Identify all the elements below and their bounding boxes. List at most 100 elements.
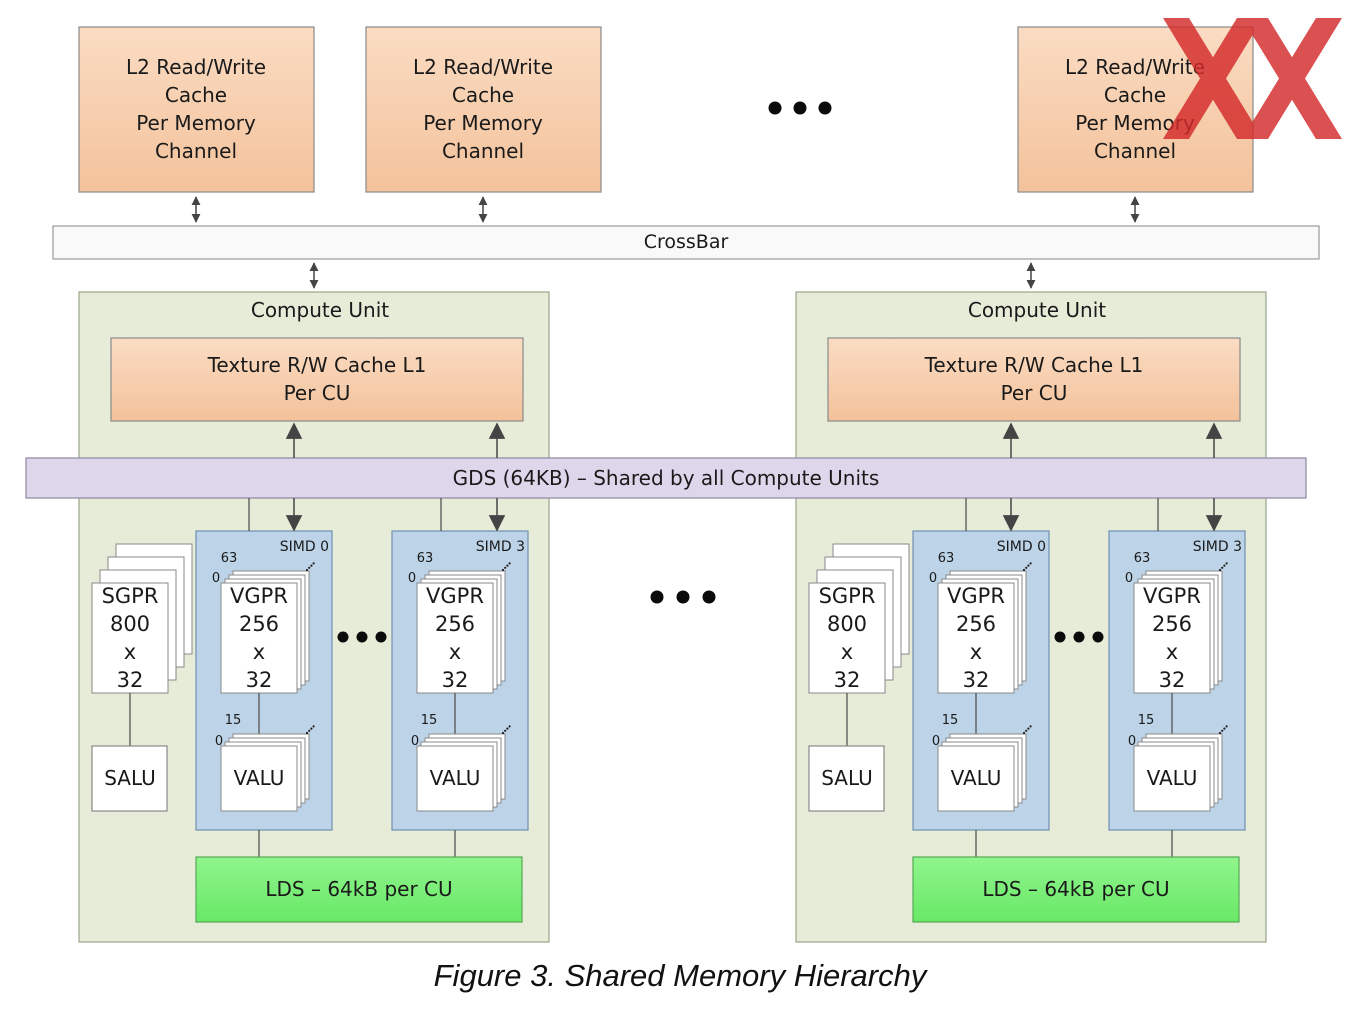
vgpr-stack-dot-1 — [305, 568, 309, 572]
salu-box — [808, 745, 885, 812]
vgpr-stack-dot-2 — [308, 566, 311, 569]
watermark-x-stroke-b-1 — [1163, 18, 1263, 139]
lds-box — [195, 856, 523, 923]
lds-box — [912, 856, 1240, 923]
vgpr-stack-dot-4 — [508, 562, 511, 565]
vgpr-index-bottom: 0 — [929, 571, 937, 586]
salu-box — [91, 745, 168, 812]
l2-cache-label-line-2: Cache — [165, 83, 227, 107]
salu-label: SALU — [821, 766, 873, 790]
valu-stack-dot-4 — [508, 725, 511, 728]
texture-cache-label-line-1: Texture R/W Cache L1 — [924, 353, 1144, 377]
valu-stack-dot-2 — [1025, 729, 1028, 732]
valu-index-top: 15 — [942, 713, 959, 728]
valu-index-bottom: 0 — [1128, 734, 1136, 749]
l2-ellipsis-dot-2 — [793, 101, 807, 115]
vgpr-label-line-3: x — [970, 640, 982, 664]
sgpr-stack-layer-1 — [91, 582, 169, 694]
vgpr-index-bottom: 0 — [1125, 571, 1133, 586]
sgpr-label-line-3: x — [124, 640, 136, 664]
sgpr-label-line-3: x — [841, 640, 853, 664]
vgpr-label-line-1: VGPR — [230, 584, 288, 608]
valu-stack-dot-3 — [1027, 727, 1030, 730]
valu-stack-dot-1 — [1218, 731, 1222, 735]
l2-cache-label-line-4: Channel — [155, 139, 237, 163]
valu-stack-dot-2 — [1221, 729, 1224, 732]
vgpr-index-top: 63 — [938, 551, 955, 566]
vgpr-stack-dot-4 — [1225, 562, 1228, 565]
watermark-x-stroke-b-2 — [1242, 18, 1342, 139]
vgpr-label-line-4: 32 — [246, 668, 273, 692]
valu-index-top: 15 — [421, 713, 438, 728]
l2-cache-label-line-1: L2 Read/Write — [126, 55, 266, 79]
vgpr-label-line-2: 256 — [435, 612, 475, 636]
vgpr-stack-dot-4 — [1029, 562, 1032, 565]
texture-cache-box — [110, 337, 524, 422]
vgpr-label-line-3: x — [253, 640, 265, 664]
valu-stack-dot-3 — [1223, 727, 1226, 730]
valu-stack-dot-4 — [1029, 725, 1032, 728]
valu-stack-layer-1 — [1133, 745, 1211, 812]
valu-index-top: 15 — [225, 713, 242, 728]
cu-ellipsis-dot-3 — [702, 590, 716, 604]
l2-cache-label-line-4: Channel — [442, 139, 524, 163]
valu-label: VALU — [430, 766, 481, 790]
lds-label: LDS – 64kB per CU — [982, 877, 1169, 901]
simd-ellipsis-dot-2 — [356, 631, 368, 643]
sgpr-label-line-4: 32 — [117, 668, 144, 692]
crossbar-bar — [52, 225, 1320, 260]
vgpr-stack-dot-3 — [1223, 564, 1226, 567]
vgpr-stack-dot-3 — [506, 564, 509, 567]
valu-label: VALU — [234, 766, 285, 790]
vgpr-stack-layer-1 — [937, 582, 1015, 694]
valu-stack-dot-1 — [501, 731, 505, 735]
valu-index-bottom: 0 — [411, 734, 419, 749]
simd-ellipsis-dot-3 — [375, 631, 387, 643]
vgpr-label-line-4: 32 — [963, 668, 990, 692]
l2-cache-label-line-2: Cache — [452, 83, 514, 107]
vgpr-label-line-1: VGPR — [1143, 584, 1201, 608]
valu-stack-dot-1 — [1022, 731, 1026, 735]
vgpr-stack-dot-1 — [1022, 568, 1026, 572]
crossbar-row: CrossBar — [52, 225, 1320, 260]
valu-stack-layer-1 — [220, 745, 298, 812]
watermark-logo — [1163, 18, 1342, 139]
l2-cache-box — [78, 26, 315, 193]
vgpr-stack-layer-1 — [416, 582, 494, 694]
l2-cache-label-line-3: Per Memory — [423, 111, 543, 135]
compute-unit-title: Compute Unit — [968, 298, 1106, 322]
lds-label: LDS – 64kB per CU — [265, 877, 452, 901]
texture-cache-label-line-1: Texture R/W Cache L1 — [207, 353, 427, 377]
crossbar-label: CrossBar — [644, 231, 729, 253]
vgpr-label-line-1: VGPR — [947, 584, 1005, 608]
vgpr-label-line-4: 32 — [1159, 668, 1186, 692]
vgpr-stack-dot-3 — [1027, 564, 1030, 567]
gds-row: GDS (64KB) – Shared by all Compute Units — [25, 457, 1307, 499]
simd-label: SIMD 0 — [997, 539, 1046, 555]
valu-stack-dot-1 — [305, 731, 309, 735]
vgpr-stack-dot-3 — [310, 564, 313, 567]
l2-cache-label-line-3: Per Memory — [136, 111, 256, 135]
simd-ellipsis-dot-2 — [1073, 631, 1085, 643]
simd-label: SIMD 3 — [476, 539, 525, 555]
gds-bar — [25, 457, 1307, 499]
valu-label: VALU — [951, 766, 1002, 790]
l2-cache-label-line-1: L2 Read/Write — [1065, 55, 1205, 79]
figure-caption: Figure 3. Shared Memory Hierarchy — [433, 958, 927, 993]
l2-ellipsis-dot-3 — [818, 101, 832, 115]
vgpr-stack-dot-1 — [501, 568, 505, 572]
valu-stack-dot-3 — [310, 727, 313, 730]
valu-stack-dot-2 — [504, 729, 507, 732]
vgpr-label-line-1: VGPR — [426, 584, 484, 608]
vgpr-index-top: 63 — [1134, 551, 1151, 566]
texture-cache-box — [827, 337, 1241, 422]
vgpr-index-bottom: 0 — [408, 571, 416, 586]
xx-watermark — [1163, 18, 1342, 139]
sgpr-label-line-4: 32 — [834, 668, 861, 692]
vgpr-stack-dot-2 — [504, 566, 507, 569]
vgpr-label-line-4: 32 — [442, 668, 469, 692]
